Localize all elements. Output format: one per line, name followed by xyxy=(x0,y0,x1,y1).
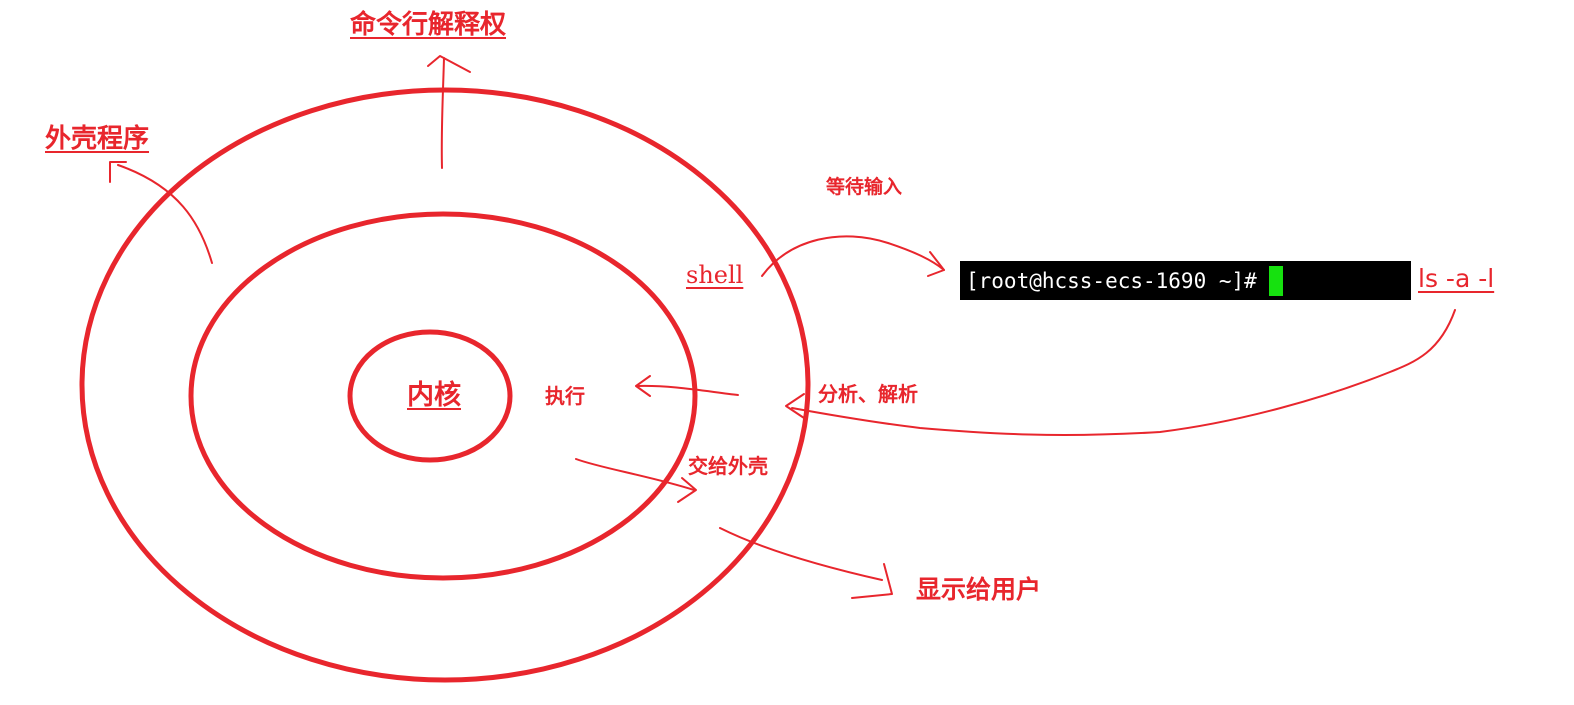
arrow-head-analyze xyxy=(785,393,805,419)
terminal-prompt-text: [root@hcss-ecs-1690 ~]# xyxy=(966,268,1257,293)
wait-input-label: 等待输入 xyxy=(826,176,903,198)
shell-label: shell xyxy=(686,261,744,289)
outer-ring xyxy=(79,87,811,683)
middle-ring xyxy=(188,211,698,581)
arrow-head-shell-program xyxy=(109,161,127,183)
analyze-parse-label: 分析、解析 xyxy=(818,382,918,406)
command-interpreter-title: 命令行解释权 xyxy=(350,10,507,40)
execute-label: 执行 xyxy=(545,384,585,408)
arrow-shell-to-terminal xyxy=(761,235,945,277)
terminal-prompt-box[interactable]: [root@hcss-ecs-1690 ~]# xyxy=(960,261,1411,300)
arrow-head-handover xyxy=(677,477,697,503)
arrow-head-terminal xyxy=(927,251,945,277)
arrow-execute xyxy=(637,384,739,396)
kernel-label: 内核 xyxy=(407,380,461,411)
arrow-to-command-title xyxy=(440,57,445,169)
arrow-handover xyxy=(575,458,695,491)
terminal-cursor xyxy=(1268,265,1283,296)
display-to-user-label: 显示给用户 xyxy=(916,575,1042,604)
arrow-head-execute xyxy=(635,375,651,397)
arrow-head-display xyxy=(851,563,893,599)
ls-command-label: ls -a -l xyxy=(1418,264,1495,293)
arrow-head-command-title xyxy=(427,55,471,73)
kernel-ring xyxy=(347,329,513,463)
curve-to-shell-program xyxy=(117,164,213,264)
handover-to-shell-label: 交给外壳 xyxy=(688,454,768,478)
arrow-display xyxy=(719,527,883,581)
shell-program-label: 外壳程序 xyxy=(45,124,150,154)
arrow-ls-to-analyze xyxy=(791,309,1456,436)
